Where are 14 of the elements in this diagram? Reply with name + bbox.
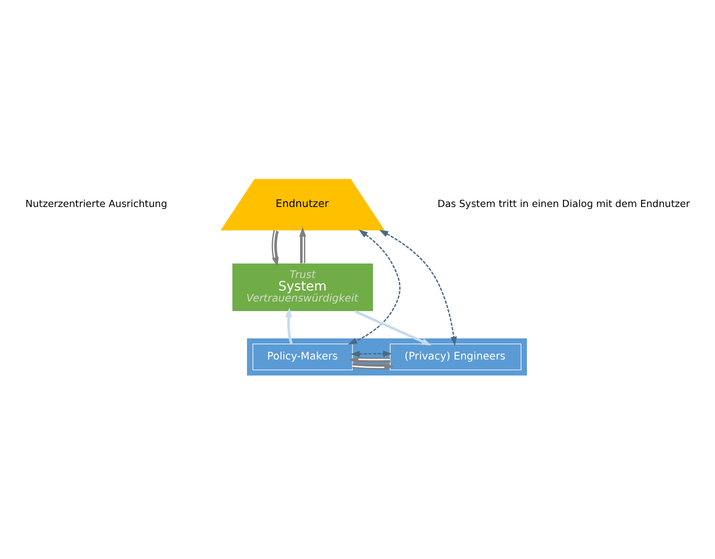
- node-box: Policy-Makers: [252, 344, 353, 370]
- arrow: [285, 308, 293, 344]
- arrow: [348, 356, 390, 364]
- label: Das System tritt in einen Dialog mit dem Endnutzer: [437, 198, 690, 210]
- arrow: [379, 230, 457, 346]
- arrow: [348, 230, 400, 345]
- node-box: (Privacy) Engineers: [390, 344, 522, 370]
- arrow: [299, 226, 306, 264]
- node-box: Trust System Vertrauenswürdigkeit: [232, 262, 374, 312]
- arrow: [272, 230, 279, 267]
- arrow: [350, 350, 392, 358]
- label: Nutzerzentrierte Ausrichtung: [25, 198, 168, 210]
- arrow: [352, 362, 394, 370]
- arrow: [354, 310, 432, 346]
